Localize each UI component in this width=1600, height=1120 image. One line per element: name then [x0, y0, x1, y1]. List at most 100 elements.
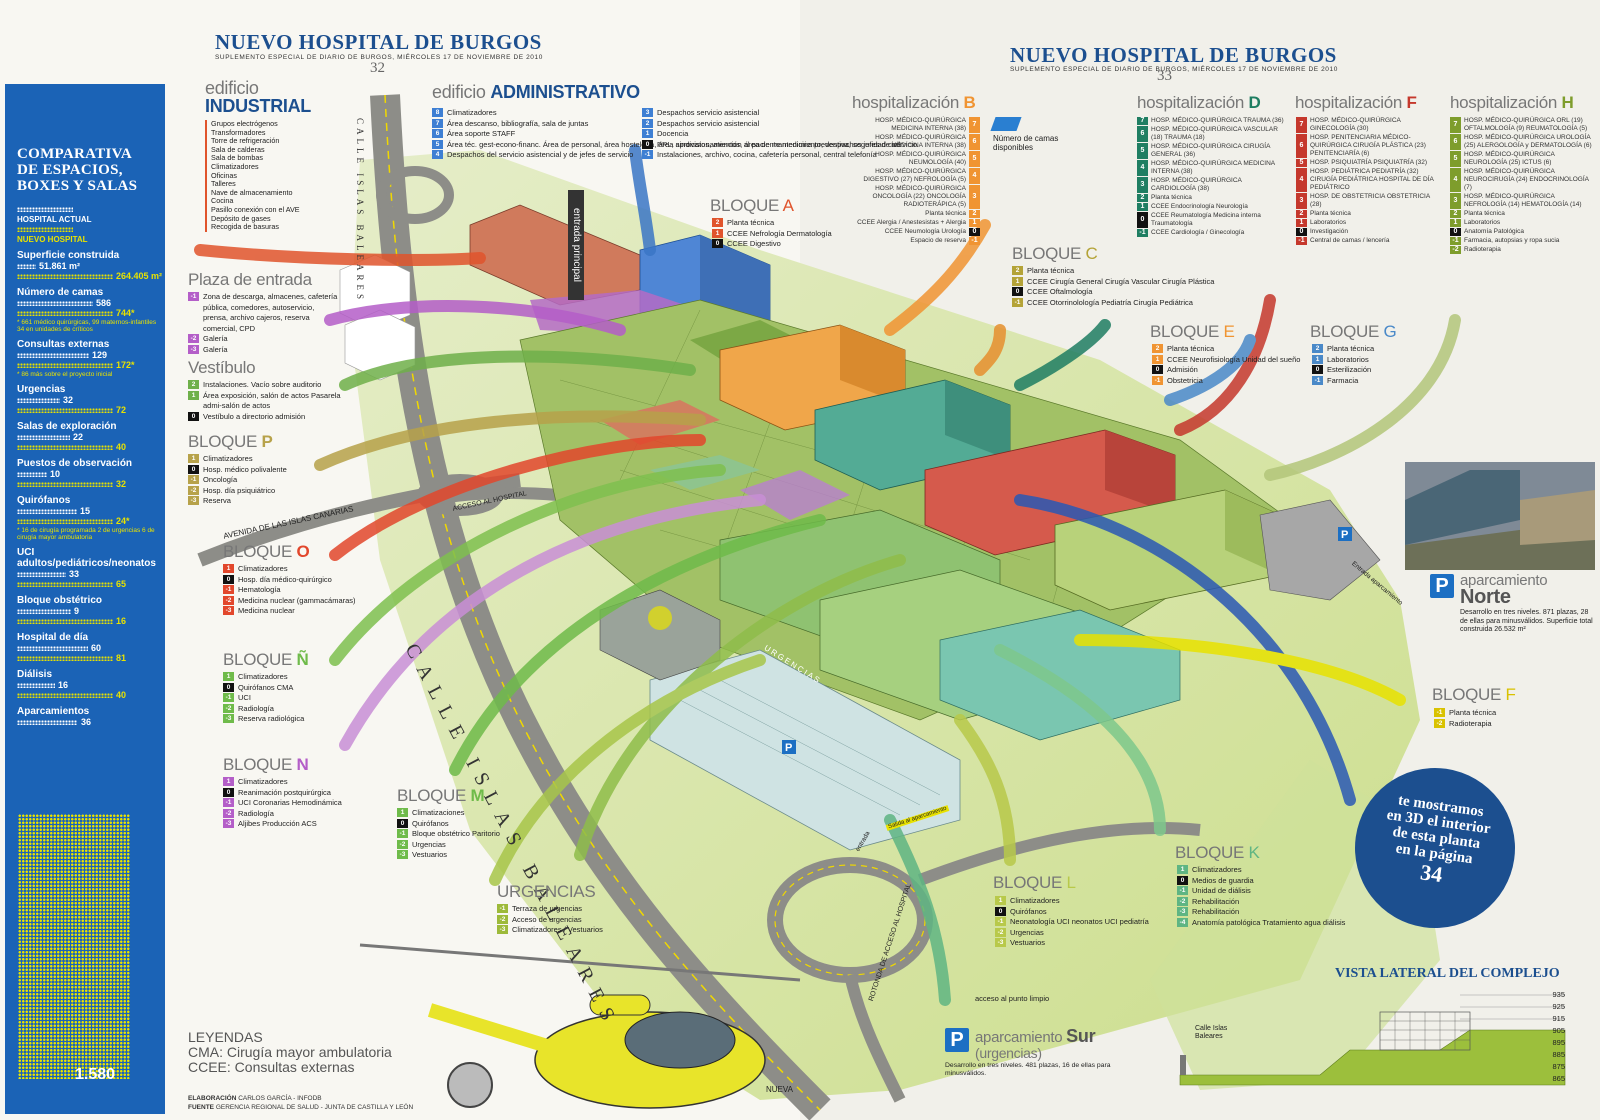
edificio-administrativo-label: edificio ADMINISTRATIVO — [432, 82, 640, 102]
floor-description: HOSP. MÉDICO-QUIRÚRGICA MEDICINA INTERNA… — [1151, 160, 1275, 175]
floor-number-badge: 1 — [223, 672, 234, 681]
floor-number-badge: 1 — [642, 129, 653, 139]
floor-number-badge: 7 — [969, 117, 980, 133]
floor-description: Hematología — [238, 585, 281, 595]
bloque-g-label: BLOQUE G — [1310, 322, 1397, 341]
floor-description: HOSP. MÉDICO-QUIRÚRGICA ONCOLOGÍA (22) O… — [872, 185, 966, 208]
industrial-item: Climatizadores — [211, 161, 259, 171]
floor-description: HOSP. MÉDICO-QUIRÚRGICA NEFROLOGÍA (14) … — [1464, 193, 1582, 208]
floor-number-badge: -3 — [397, 850, 408, 860]
floor-description: HOSP. DE OBSTETRICIA OBSTETRICIA (28) — [1310, 193, 1430, 208]
floor-number-badge: -2 — [188, 334, 199, 344]
comparison-note: * 661 médico quirúrgicas, 99 maternos-in… — [17, 319, 157, 333]
industrial-item: Torre de refrigeración — [211, 136, 280, 146]
hosp-b-label: hospitalización B — [852, 93, 976, 112]
comparison-label: Salas de exploración — [17, 421, 117, 432]
comparison-value: 16 — [116, 616, 127, 626]
floor-description: Quirófanos — [412, 818, 449, 828]
floor-number-badge: 7 — [1296, 117, 1307, 133]
industrial-item: Sala de calderas — [211, 144, 265, 154]
hosp-floor-row: HOSP. MÉDICO-QUIRÚRGICA MEDICINA INTERNA… — [845, 117, 983, 133]
floor-number-badge: 3 — [969, 185, 980, 209]
aparcamiento-norte-label: P aparcamiento Norte Desarrollo en tres … — [1430, 573, 1595, 635]
edificio-urgencias — [649, 649, 961, 851]
floor-description: HOSP. MÉDICO-QUIRÚRGICA NEUROCIRUGÍA (24… — [1464, 168, 1589, 191]
bloque-f-label: BLOQUE F — [1432, 685, 1516, 704]
vista-lateral-graphic — [1179, 994, 1566, 1086]
floor-number-badge: 0 — [223, 574, 234, 584]
comparison-title: COMPARATIVA DE ESPACIOS, BOXES Y SALAS — [17, 146, 138, 194]
floor-description: Farmacia — [1327, 375, 1359, 385]
comparison-note: * 86 más sobre el proyecto inicial — [17, 371, 113, 378]
floor-number-badge: -1 — [188, 292, 199, 301]
comparison-value: 60 — [91, 643, 102, 653]
comparison-actual-bar: 16 — [17, 680, 157, 690]
hosp-floor-row: HOSP. MÉDICO-QUIRÚRGICA ONCOLOGÍA (22) O… — [845, 185, 983, 209]
floor-description: Área soporte STAFF — [447, 129, 516, 139]
hosp-floor-row: HOSP. MÉDICO-QUIRÚRGICA MEDICINA INTERNA… — [845, 134, 983, 150]
floor-description: Climatizadores — [447, 108, 497, 117]
bloque-1-floor-row: -1 Hematología — [223, 585, 356, 596]
comparison-new-bar: 744* — [17, 308, 157, 318]
floor-description: Rehabilitación — [1192, 907, 1240, 917]
plaza-entrada-label: Plaza de entrada — [188, 270, 312, 289]
floor-number-badge: 1 — [223, 777, 234, 786]
floor-description: Laboratorios — [1327, 354, 1369, 364]
comparison-actual-bar: 60 — [17, 643, 157, 653]
floor-number-badge: 0 — [969, 228, 980, 236]
floor-description: PRL, sindicatos, atención al paciente me… — [657, 139, 901, 149]
bloque-0-heading: BLOQUE P — [188, 432, 273, 451]
floor-number-badge: 6 — [1450, 134, 1461, 150]
floor-description: HOSP. PENITENCIARIA MÉDICO-QUIRÚRGICA CI… — [1310, 134, 1426, 157]
floor-description: Acceso de urgencias — [512, 914, 582, 924]
masthead-right-subtitle: SUPLEMENTO ESPECIAL DE DIARIO DE BURGOS,… — [1010, 66, 1338, 73]
floor-description: CCEE Cirugía General Cirugía Vascular Ci… — [1027, 276, 1215, 286]
level-tick-label: 915 — [1552, 1014, 1565, 1023]
floor-number-badge: -1 — [1152, 375, 1163, 385]
floor-description: CCEE Otorrinolología Pediatría Cirugía P… — [1027, 297, 1193, 307]
floor-description: HOSP. MÉDICO-QUIRÚRGICA CARDIOLOGÍA (38) — [1151, 177, 1242, 192]
floor-number-badge: 0 — [223, 682, 234, 692]
comparison-label: Diálisis — [17, 669, 53, 680]
hosp-f-label: hospitalización F — [1295, 93, 1417, 112]
floor-description: CCEE Cardiología / Ginecología — [1151, 229, 1245, 236]
floor-description: Reserva radiológica — [238, 714, 305, 724]
floor-description: CCEE Nefrología Dermatología — [727, 228, 832, 238]
masthead-left-title: NUEVO HOSPITAL DE BURGOS — [215, 30, 542, 54]
floor-number-badge: 7 — [1450, 117, 1461, 133]
floor-number-badge: -1 — [969, 237, 980, 245]
svg-text:P: P — [785, 742, 792, 754]
level-tick-label: 905 — [1552, 1026, 1565, 1035]
floor-description: Aljibes Producción ACS — [238, 819, 317, 829]
comparison-label: Superficie construida — [17, 250, 120, 261]
floor-number-badge: 0 — [1296, 228, 1307, 236]
floor-number-badge: -1 — [223, 585, 234, 595]
floor-number-badge: 1 — [995, 896, 1006, 905]
floor-number-badge: 4 — [432, 150, 443, 160]
floor-description: Planta técnica — [727, 218, 775, 227]
floor-number-badge: 3 — [1137, 177, 1148, 193]
floor-number-badge: -1 — [497, 904, 508, 913]
